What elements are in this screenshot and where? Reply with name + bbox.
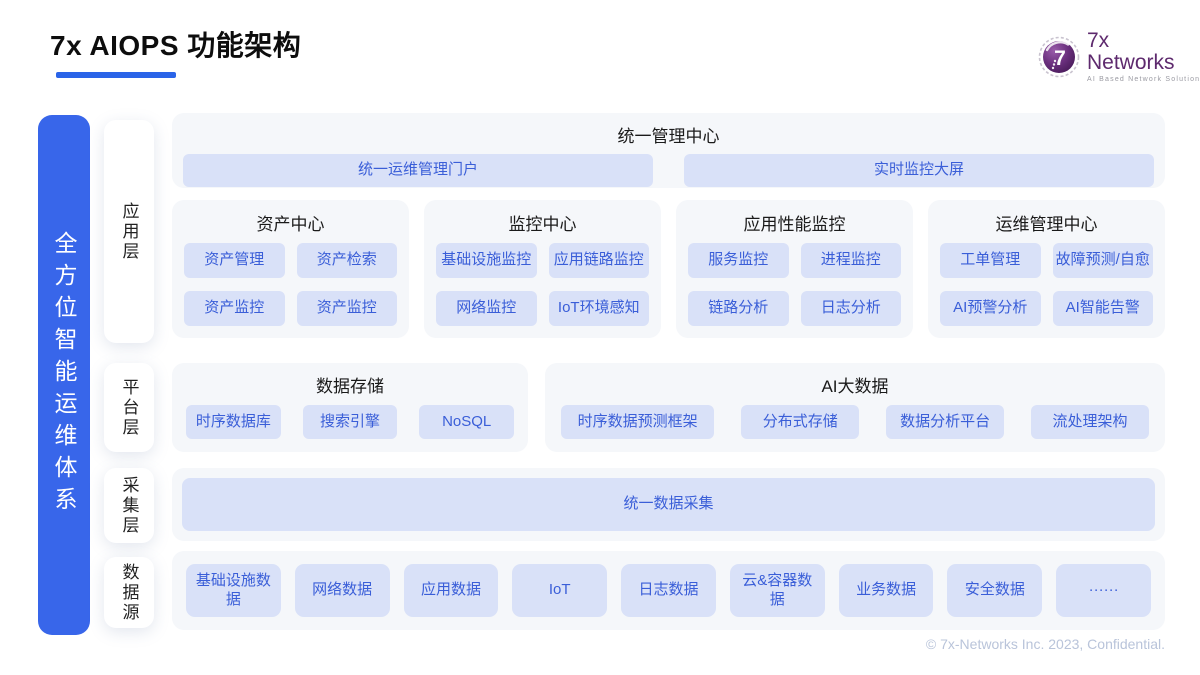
panel-title: 监控中心 [508,215,577,234]
module-chip: 搜索引擎 [302,405,398,439]
module-chip-grid: 服务监控 进程监控 链路分析 日志分析 [676,235,913,326]
module-panel: AI大数据 时序数据预测框架 分布式存储 数据分析平台 流处理架构 [545,363,1165,452]
module-chip: NoSQL [419,405,515,439]
module-chip: 应用链路监控 [548,243,649,278]
layer-label: 数据源 [104,557,154,628]
module-panel: 监控中心 基础设施监控 应用链路监控 网络监控 IoT环境感知 [424,200,661,338]
module-chip: 链路分析 [688,291,789,326]
module-chip-row: 时序数据预测框架 分布式存储 数据分析平台 流处理架构 [545,397,1165,439]
module-chip: 实时监控大屏 [684,154,1154,187]
module-chip: ······ [1056,564,1152,617]
brand-logo: 7 7x Networks AI Based Network Solution [1038,29,1200,84]
unified-management-panel: 统一管理中心 统一运维管理门户 实时监控大屏 [172,113,1165,188]
module-chip: 时序数据库 [186,405,281,439]
module-chip: 流处理架构 [1031,405,1149,439]
module-chip: 进程监控 [800,243,901,278]
module-chip: IoT环境感知 [548,291,649,326]
module-chip: 统一数据采集 [182,478,1155,531]
module-chip-grid: 资产管理 资产检索 资产监控 资产监控 [172,235,409,326]
copyright-notice: © 7x-Networks Inc. 2023, Confidential. [925,636,1165,652]
unified-management-chips: 统一运维管理门户 实时监控大屏 [172,147,1165,187]
layer-column: 应用层 平台层 采集层 数据源 [104,0,154,675]
brand-name: 7x Networks [1087,29,1175,75]
module-chip: AI智能告警 [1052,291,1153,326]
module-panel: 资产中心 资产管理 资产检索 资产监控 资产监控 [172,200,409,338]
module-chip: 安全数据 [947,564,1043,617]
vertical-banner: 全方位智能运维体系 [38,115,90,635]
datasource-layer-panel: 基础设施数据 网络数据 应用数据 IoT 日志数据 云&容器数据 业务数据 安全… [172,551,1165,630]
panel-title: AI大数据 [821,377,889,396]
module-chip-row: 时序数据库 搜索引擎 NoSQL [172,397,528,439]
module-chip: 基础设施数据 [186,564,281,617]
module-chip: AI预警分析 [940,291,1041,326]
module-chip: IoT [512,564,608,617]
module-chip: 应用数据 [403,564,499,617]
module-chip-grid: 工单管理 故障预测/自愈 AI预警分析 AI智能告警 [928,235,1165,326]
panel-title: 应用性能监控 [743,215,846,234]
brand-tagline: AI Based Network Solution [1087,76,1200,84]
page-title: 7x AIOPS 功能架构 [50,30,302,61]
svg-text:7: 7 [1054,47,1066,70]
module-chip: 日志数据 [621,564,716,617]
module-chip: 资产检索 [296,243,397,278]
module-chip: 服务监控 [688,243,789,278]
module-chip: 资产监控 [296,291,397,326]
module-panel: 应用性能监控 服务监控 进程监控 链路分析 日志分析 [676,200,913,338]
module-chip: 资产管理 [184,243,285,278]
panel-title: 运维管理中心 [995,215,1098,234]
module-chip: 工单管理 [940,243,1041,278]
module-chip: 分布式存储 [741,405,860,439]
module-chip: 网络数据 [294,564,390,617]
module-chip: 云&容器数据 [729,564,825,617]
module-panel: 运维管理中心 工单管理 故障预测/自愈 AI预警分析 AI智能告警 [928,200,1165,338]
module-chip-grid: 基础设施监控 应用链路监控 网络监控 IoT环境感知 [424,235,661,326]
module-chip: 时序数据预测框架 [561,405,715,439]
panel-title: 资产中心 [256,215,325,234]
module-chip: 业务数据 [838,564,934,617]
platform-layer-panels: 数据存储 时序数据库 搜索引擎 NoSQL AI大数据 时序数据预测 [172,363,1165,452]
application-layer-panels: 资产中心 资产管理 资产检索 资产监控 资产监控 监控中心 [172,200,1165,338]
module-chip: 资产监控 [184,291,285,326]
module-panel: 数据存储 时序数据库 搜索引擎 NoSQL [172,363,528,452]
module-chip: 故障预测/自愈 [1052,243,1153,278]
logo-mark-icon: 7 [1038,36,1080,77]
panel-title: 数据存储 [316,377,384,396]
title-underline [56,72,176,78]
module-chip: 基础设施监控 [436,243,537,278]
collection-layer-panel: 统一数据采集 [172,468,1165,541]
panel-title: 统一管理中心 [617,127,720,146]
module-chip: 数据分析平台 [886,405,1005,439]
module-chip: 网络监控 [436,291,537,326]
vertical-banner-label: 全方位智能运维体系 [51,231,77,519]
layer-label: 平台层 [104,363,154,452]
layer-label: 应用层 [104,120,154,343]
module-chip: 统一运维管理门户 [183,154,653,187]
layer-label: 采集层 [104,468,154,543]
module-chip: 日志分析 [800,291,901,326]
brand-text: 7x Networks AI Based Network Solution [1087,29,1200,84]
